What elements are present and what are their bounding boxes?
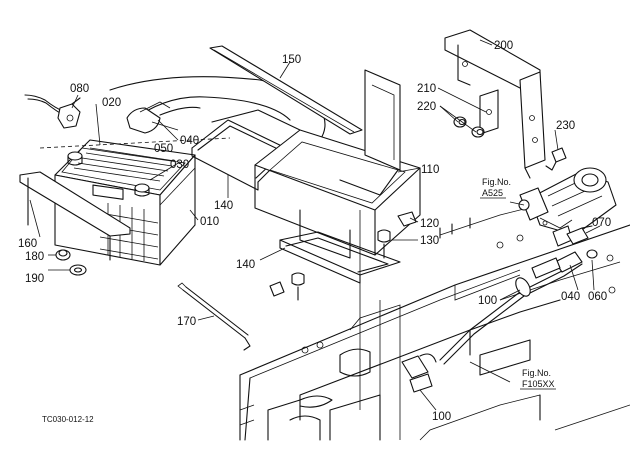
- bolt-left: [269, 272, 305, 301]
- battery-rod: [177, 282, 251, 351]
- label-100-lower: 100: [432, 411, 451, 423]
- battery-holder-bracket: [19, 171, 131, 261]
- label-170: 170: [177, 316, 196, 328]
- tray-bolt: [377, 229, 391, 259]
- figure-reference-f105xx: Fig.No. F105XX: [520, 368, 556, 390]
- connector-070: [566, 225, 593, 245]
- part-number-labels: 080 020 040 050 030 010 160 180 190 150 …: [18, 40, 611, 423]
- label-080: 080: [70, 83, 89, 95]
- rubber-mat: [209, 45, 363, 135]
- label-190: 190: [25, 273, 44, 285]
- label-040-starter: 040: [561, 291, 580, 303]
- label-230: 230: [556, 120, 575, 132]
- figref-a525-line2: A525: [482, 188, 503, 198]
- label-030: 030: [170, 159, 189, 171]
- battery-tray: [254, 69, 421, 259]
- frame-chassis: [239, 199, 630, 441]
- washer: [69, 264, 87, 276]
- label-200: 200: [494, 40, 513, 52]
- label-210: 210: [417, 83, 436, 95]
- label-140-lower: 140: [236, 259, 255, 271]
- label-130: 130: [420, 235, 439, 247]
- small-bracket: [479, 89, 499, 135]
- label-010: 010: [200, 216, 219, 228]
- label-100-upper: 100: [478, 295, 497, 307]
- harness-clamp: [401, 353, 437, 393]
- figref-f105-line2: F105XX: [522, 379, 555, 389]
- label-120: 120: [420, 218, 439, 230]
- wing-nut: [55, 249, 71, 261]
- label-060: 060: [588, 291, 607, 303]
- figure-reference-a525: Fig.No. A525: [480, 177, 511, 199]
- label-220: 220: [417, 101, 436, 113]
- label-040-cable: 040: [180, 135, 199, 147]
- label-110: 110: [421, 164, 439, 176]
- bolt-230: [545, 147, 567, 171]
- battery: [54, 139, 196, 266]
- nuts-220: [453, 116, 485, 138]
- label-150: 150: [282, 54, 301, 66]
- battery-cables: [24, 76, 326, 149]
- label-050: 050: [154, 143, 173, 155]
- label-020: 020: [102, 97, 121, 109]
- figref-a525-line1: Fig.No.: [482, 177, 511, 187]
- drawing-code: TC030-012-12: [42, 415, 94, 424]
- mounting-bracket: [444, 29, 546, 179]
- label-180: 180: [25, 251, 44, 263]
- label-160: 160: [18, 238, 37, 250]
- label-140-upper: 140: [214, 200, 233, 212]
- tray-clip: [397, 211, 417, 227]
- figref-f105-line1: Fig.No.: [522, 368, 551, 378]
- starter-cable: [439, 249, 598, 365]
- leader-lines: [29, 39, 601, 411]
- label-070: 070: [592, 217, 611, 229]
